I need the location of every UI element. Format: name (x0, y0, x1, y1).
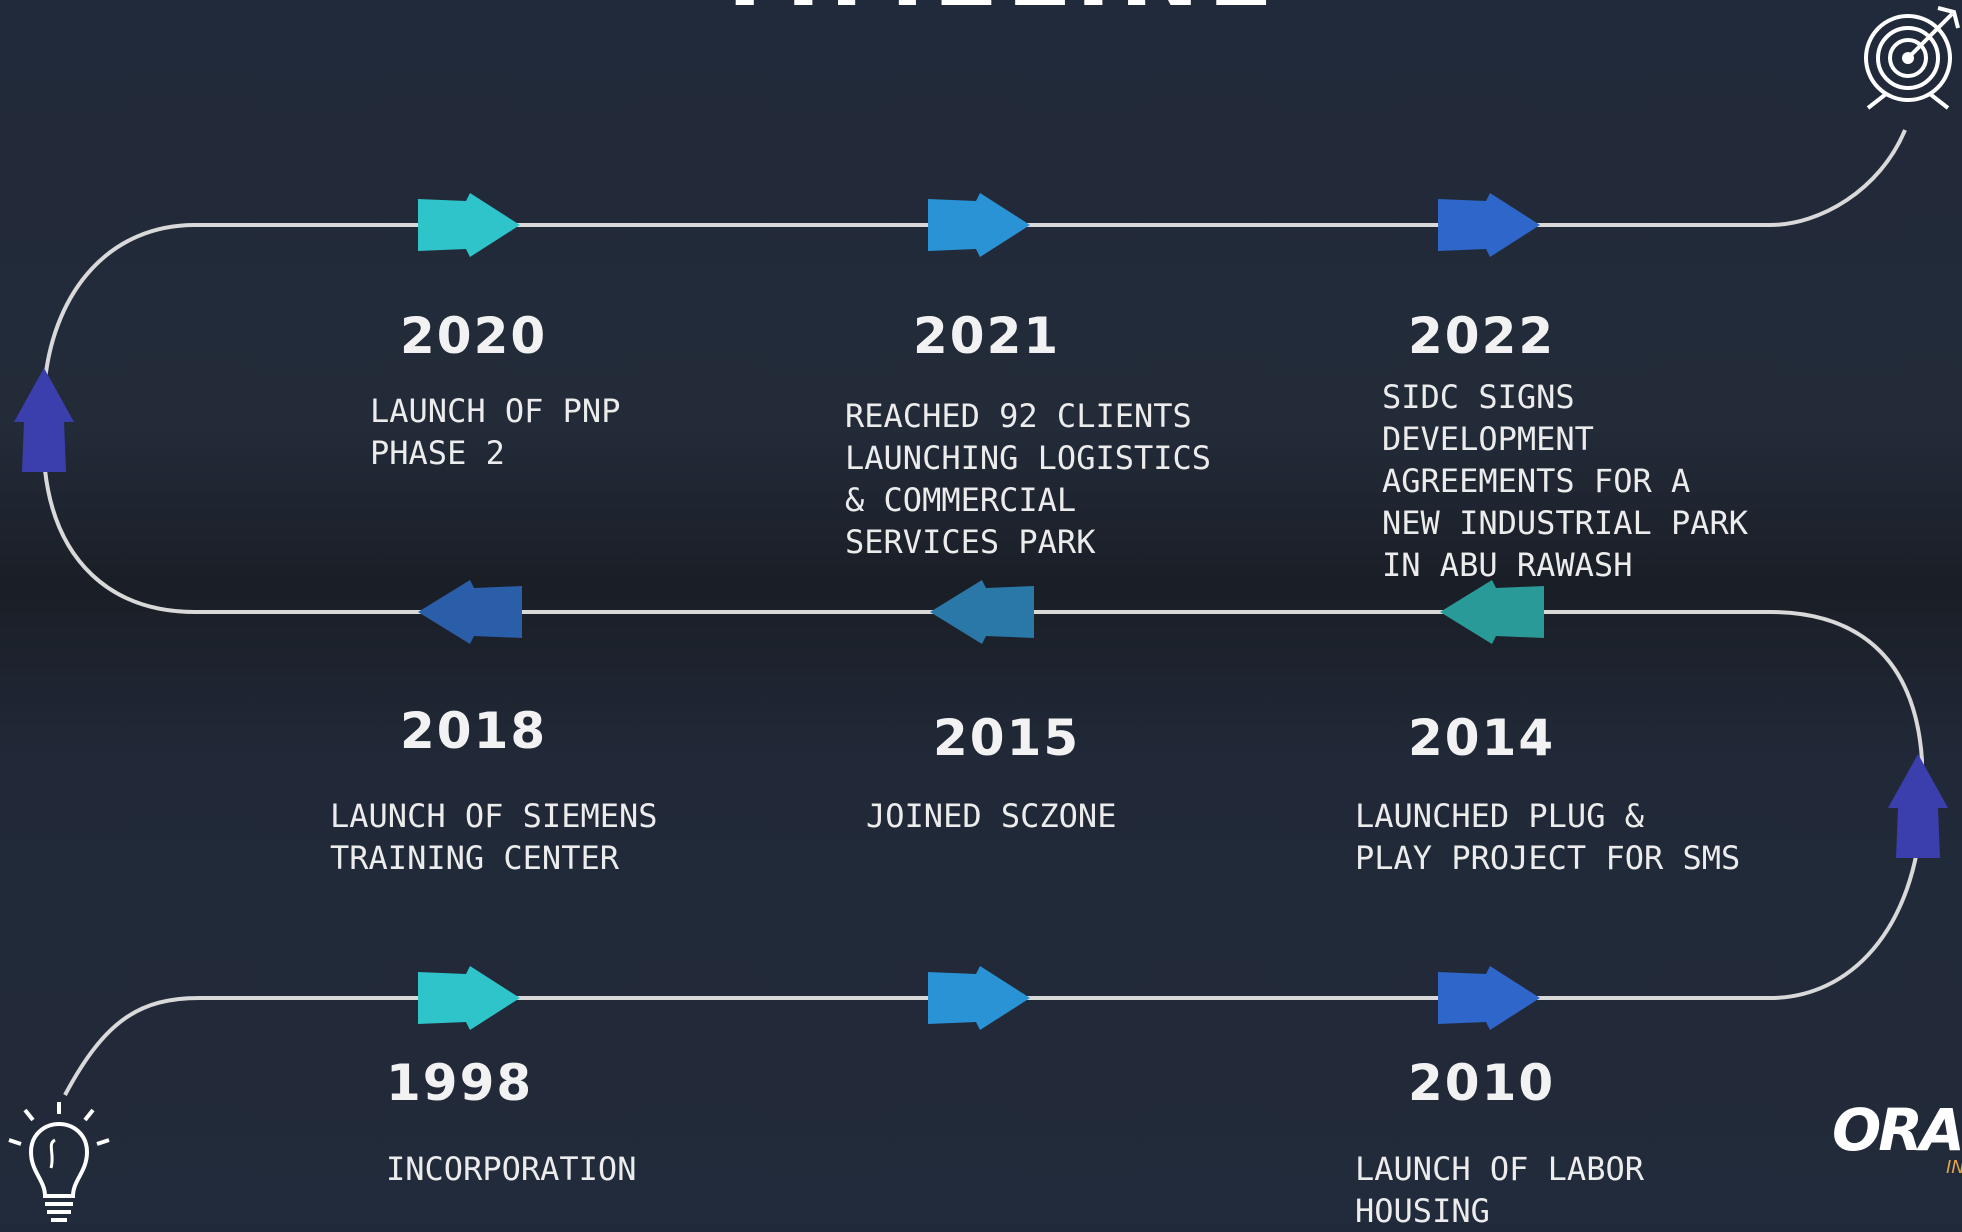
arrow-icon (1888, 754, 1948, 858)
arrow-icon (14, 368, 74, 472)
arrow-icon (1440, 580, 1544, 644)
milestone-year: 1998 (386, 1054, 534, 1112)
arrow-icon (418, 193, 520, 257)
milestone-description: LAUNCHED PLUG & PLAY PROJECT FOR SMS (1355, 797, 1741, 877)
milestone-description: LAUNCH OF PNP PHASE 2 (370, 392, 621, 472)
arrow-icon (1438, 193, 1540, 257)
timeline-path (43, 129, 1924, 1096)
arrow-icon (418, 580, 522, 644)
milestone-year: 2018 (400, 702, 548, 760)
milestone-description: SIDC SIGNS DEVELOPMENT AGREEMENTS FOR A … (1382, 378, 1749, 584)
milestone-description: LAUNCH OF LABOR HOUSING (1355, 1150, 1644, 1230)
milestone-year: 2010 (1408, 1054, 1556, 1112)
brand-logo-subtext: IN (1946, 1157, 1962, 1178)
milestone-year: 2015 (933, 709, 1081, 767)
lightbulb-icon (8, 1102, 110, 1222)
page-title: TIMELINE (712, 0, 1273, 22)
milestone-description: REACHED 92 CLIENTS LAUNCHING LOGISTICS &… (845, 397, 1212, 561)
milestone-description: LAUNCH OF SIEMENS TRAINING CENTER (330, 797, 658, 877)
arrow-icon (418, 966, 520, 1030)
arrow-icon (930, 580, 1034, 644)
arrow-icon (1438, 966, 1540, 1030)
target-icon (1864, 6, 1960, 110)
brand-logo: ORA (1832, 1096, 1962, 1164)
milestone-year: 2022 (1408, 307, 1556, 365)
milestone-year: 2014 (1408, 709, 1556, 767)
arrow-icon (928, 966, 1030, 1030)
milestone-description: INCORPORATION (386, 1150, 637, 1188)
milestone-year: 2021 (913, 307, 1061, 365)
milestone-year: 2020 (400, 307, 548, 365)
milestone-description: JOINED SCZONE (866, 797, 1117, 835)
arrow-icon (928, 193, 1030, 257)
